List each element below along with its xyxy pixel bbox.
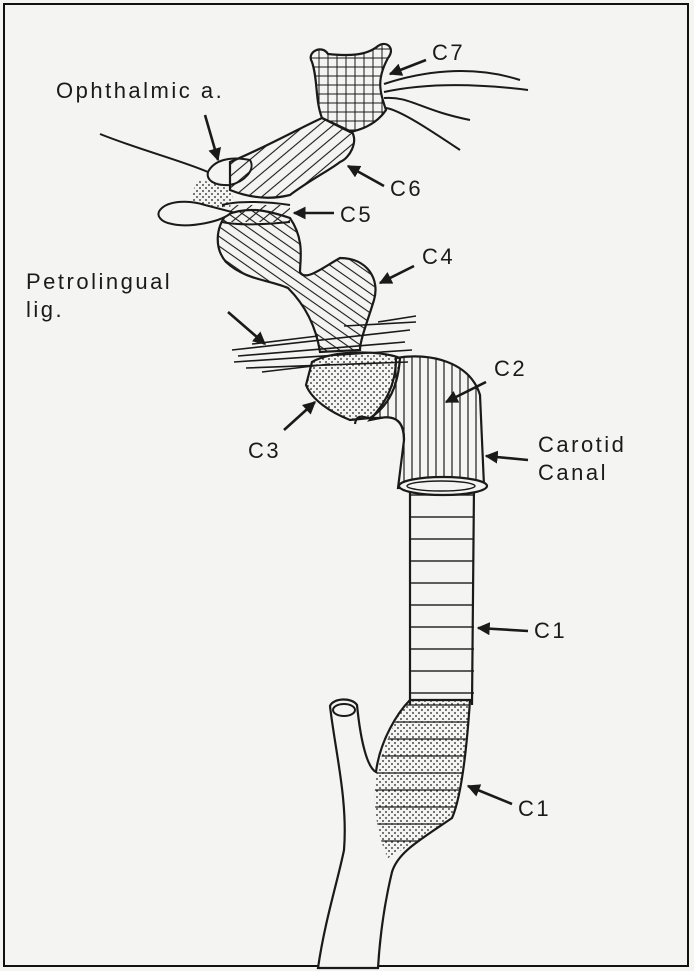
ophthalmic-artery (100, 134, 252, 225)
label-c5: C5 (340, 202, 373, 228)
arrow-ophthalmic (205, 115, 218, 160)
c1-lower-segment (375, 700, 470, 858)
label-ophthalmic: Ophthalmic a. (56, 78, 224, 104)
c4-segment (218, 210, 376, 352)
arrow-c3 (284, 402, 315, 430)
label-petrolingual: Petrolingual lig. (26, 268, 172, 324)
arrow-c6 (348, 166, 384, 186)
label-carotid-line1: Carotid (538, 431, 626, 459)
label-c3: C3 (248, 438, 281, 464)
arrow-carotid-canal (486, 456, 528, 460)
arrow-petrolingual (228, 312, 265, 344)
label-petrolingual-line1: Petrolingual (26, 268, 172, 296)
label-c4: C4 (422, 244, 455, 270)
c1-upper-segment (410, 486, 474, 705)
label-petrolingual-line2: lig. (26, 296, 172, 324)
arrow-c1-upper (478, 628, 528, 631)
label-carotid-canal: Carotid Canal (538, 431, 626, 487)
label-carotid-line2: Canal (538, 459, 626, 487)
label-c1-lower: C1 (518, 796, 551, 822)
label-c7: C7 (432, 40, 465, 66)
arrow-c4 (380, 266, 414, 283)
label-c2: C2 (494, 356, 527, 382)
c6-segment (230, 118, 354, 198)
arrow-c7 (390, 60, 426, 74)
label-c6: C6 (390, 176, 423, 202)
arrow-c1-lower (468, 786, 512, 804)
label-c1-upper: C1 (534, 618, 567, 644)
carotid-canal-ring (399, 477, 487, 495)
